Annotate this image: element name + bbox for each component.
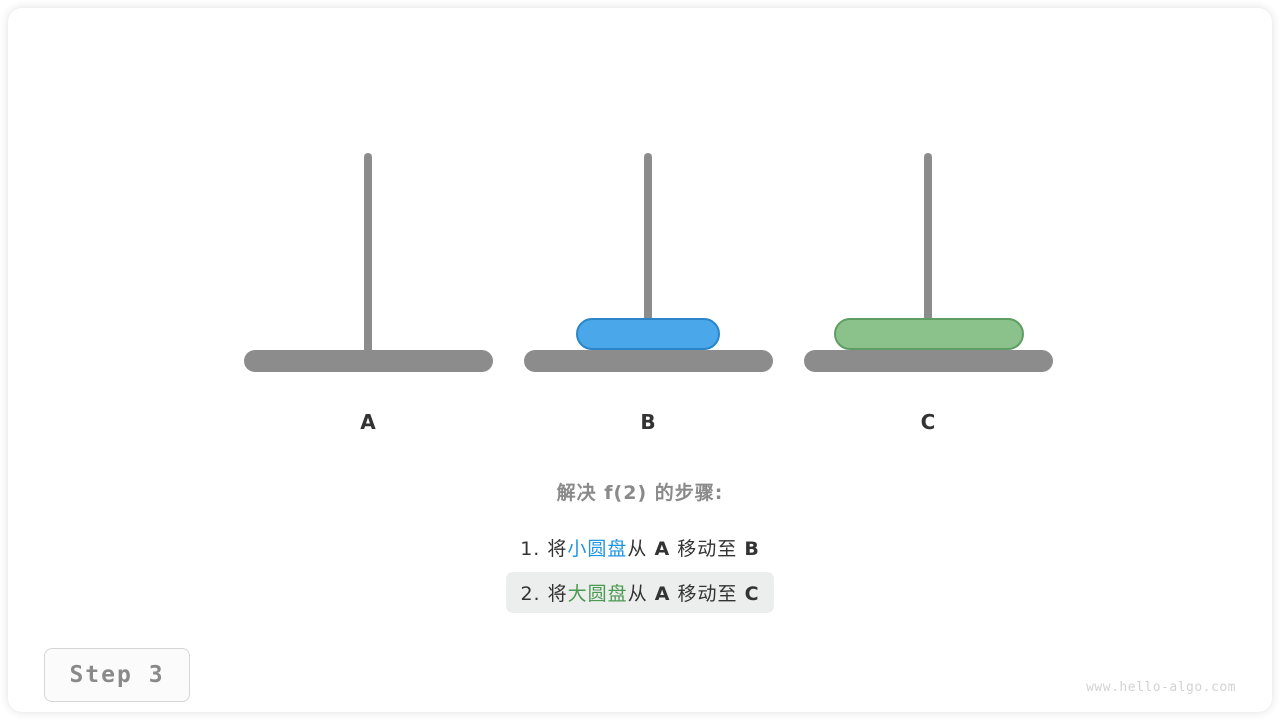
step-1-move-word: 移动至 bbox=[677, 538, 738, 560]
step-1-from-word: 从 bbox=[627, 538, 648, 560]
step-2-index: 2. bbox=[520, 583, 541, 605]
disc-large bbox=[834, 318, 1024, 350]
pillar-b-base bbox=[524, 350, 773, 372]
step-line-2: 2. 将大圆盘从 A 移动至 C bbox=[506, 572, 774, 613]
watermark: www.hello-algo.com bbox=[1086, 680, 1236, 695]
pillar-c-rod bbox=[924, 153, 932, 361]
step-line-1: 1. 将小圆盘从 A 移动至 B bbox=[506, 527, 774, 568]
step-1-index: 1. bbox=[520, 538, 541, 560]
step-1-verb: 将 bbox=[547, 538, 568, 560]
step-list: 1. 将小圆盘从 A 移动至 B 2. 将大圆盘从 A 移动至 C bbox=[8, 527, 1272, 617]
step-badge: Step 3 bbox=[44, 648, 190, 702]
step-1-from-peg: A bbox=[654, 538, 671, 560]
caption-block: 解决 f(2) 的步骤: 1. 将小圆盘从 A 移动至 B 2. 将大圆盘从 A… bbox=[8, 478, 1272, 617]
pillar-a-rod bbox=[364, 153, 372, 361]
step-2-disc-label: 大圆盘 bbox=[567, 583, 628, 605]
step-2-from-word: 从 bbox=[627, 583, 648, 605]
pillar-b-rod bbox=[644, 153, 652, 361]
step-2-move-word: 移动至 bbox=[677, 583, 738, 605]
pillar-c-label: C bbox=[920, 410, 936, 434]
step-row-1: 1. 将小圆盘从 A 移动至 B bbox=[8, 527, 1272, 572]
pillar-b-label: B bbox=[640, 410, 656, 434]
hanoi-figure-card: A B C 解决 f(2) 的步骤: 1. 将小圆盘从 A 移动至 B 2. 将… bbox=[8, 8, 1272, 712]
disc-small bbox=[576, 318, 720, 350]
step-2-to-peg: C bbox=[744, 583, 760, 605]
pillar-a-label: A bbox=[360, 410, 376, 434]
pillar-a-base bbox=[244, 350, 493, 372]
step-2-verb: 将 bbox=[547, 583, 568, 605]
step-1-to-peg: B bbox=[744, 538, 760, 560]
caption-title: 解决 f(2) 的步骤: bbox=[556, 482, 724, 504]
pillar-c-base bbox=[804, 350, 1053, 372]
step-2-from-peg: A bbox=[654, 583, 671, 605]
step-row-2: 2. 将大圆盘从 A 移动至 C bbox=[8, 572, 1272, 617]
step-1-disc-label: 小圆盘 bbox=[567, 538, 628, 560]
